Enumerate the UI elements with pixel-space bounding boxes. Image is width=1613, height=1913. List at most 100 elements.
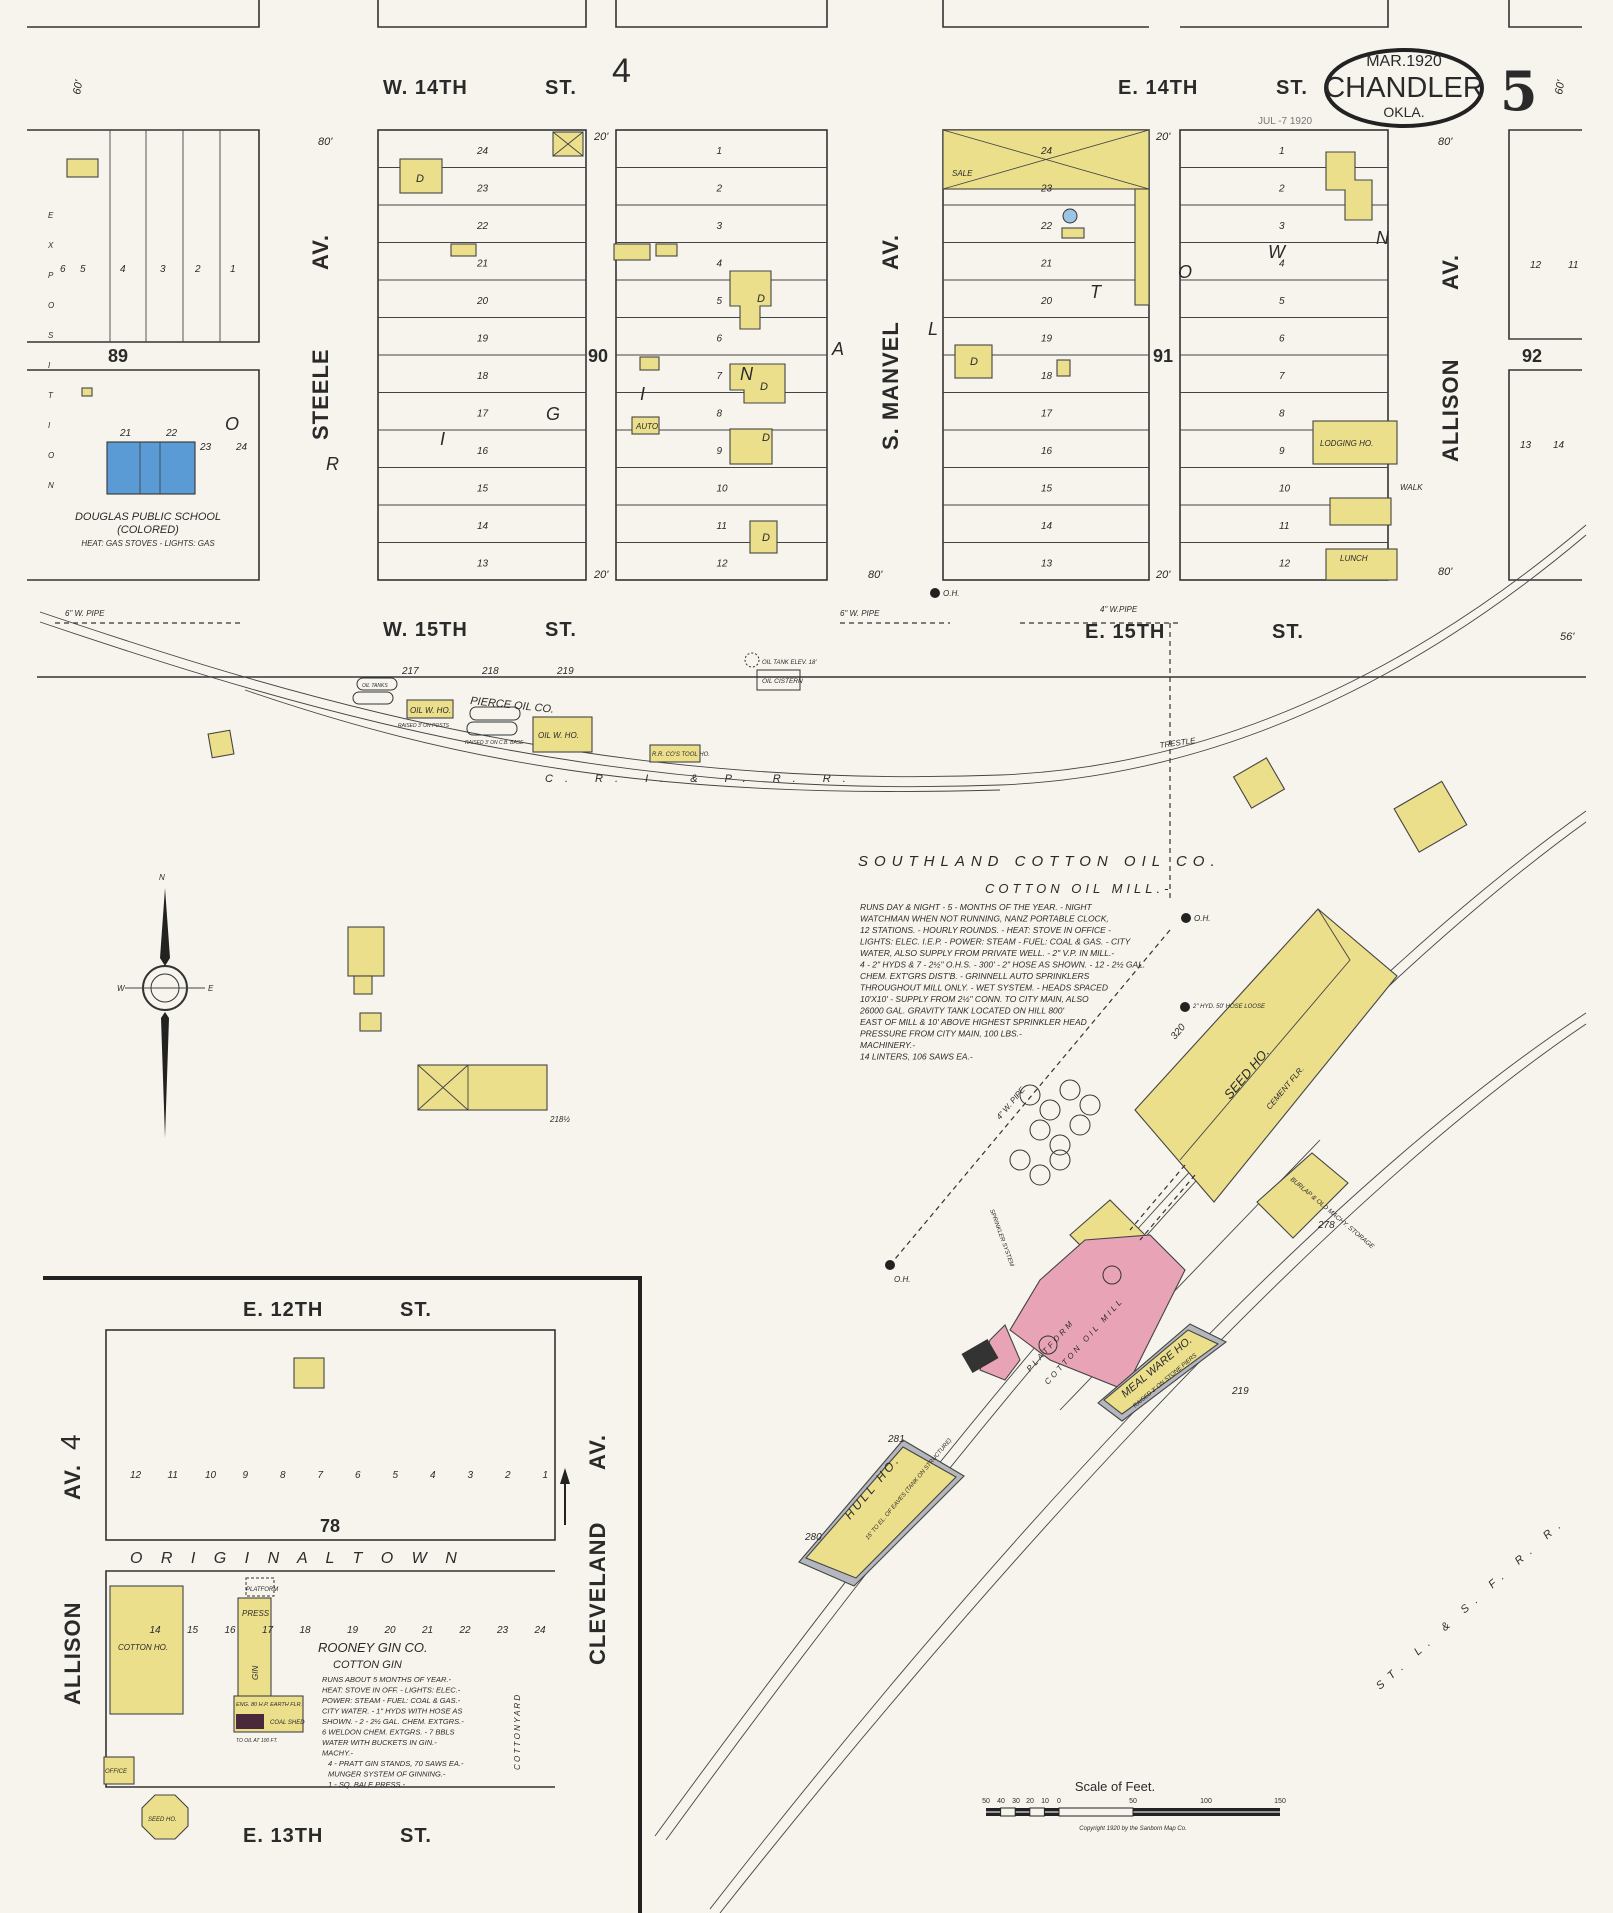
street-suffix: ST. [545, 77, 577, 99]
street-letter: I [48, 361, 51, 370]
pierce-name: PIERCE OIL CO. [470, 695, 555, 716]
addition-letter: O [225, 414, 239, 434]
lot-number: 12 [130, 1470, 142, 1481]
lot-number: 21 [1040, 259, 1052, 270]
lot-number: 24 [476, 146, 489, 157]
street-labels: W. 14TH ST. E. 14TH ST. W. 15TH ST. E. 1… [308, 77, 1463, 643]
lot-number: 3 [160, 264, 166, 275]
lot-number: 7 [318, 1470, 324, 1481]
oil-tank [1049, 1134, 1071, 1156]
scale-tick: 0 [1057, 1798, 1061, 1805]
note: SPRINKLER SYSTEM [988, 1209, 1014, 1268]
street-suffix: AV. [585, 1434, 610, 1470]
oil-tank [1059, 1079, 1081, 1101]
street-manvel: S. MANVEL [878, 321, 903, 450]
dim: 80' [1438, 136, 1453, 148]
lot-number: 21 [119, 428, 131, 439]
slsf-label: ST. L. & S. F. R. R. [1374, 1515, 1569, 1692]
note-line: PRESSURE FROM CITY MAIN, 100 LBS.- [860, 1029, 1022, 1039]
lot-number: 5 [393, 1470, 399, 1481]
addition-letter: A [831, 339, 844, 359]
dwelling-label: D [970, 356, 978, 368]
oil-tank [1009, 1149, 1031, 1171]
lot-number: 22 [165, 428, 178, 439]
street-letter: E [48, 211, 54, 220]
lot-number: 22 [476, 221, 489, 232]
lot-number: 20 [476, 296, 489, 307]
seed-house-label: SEED HO. [148, 1817, 177, 1823]
note: TO OIL AT 100 FT. [236, 1738, 278, 1744]
note-line: POWER: STEAM - FUEL: COAL & GAS.- [322, 1696, 461, 1705]
note-line: 12 STATIONS. - HOURLY ROUNDS. - HEAT: ST… [860, 925, 1111, 935]
scale-tick: 20 [1026, 1798, 1034, 1805]
street-letter: S [48, 331, 54, 340]
addition-letter: I [640, 384, 645, 404]
lot-number: 1 [543, 1470, 549, 1481]
dim: 80' [1438, 566, 1453, 578]
dwelling-label: D [760, 381, 768, 393]
oil-tank [1079, 1094, 1101, 1116]
scale-tick: 30 [1012, 1798, 1020, 1805]
lot-number: 19 [1041, 334, 1053, 345]
lot-number: 15 [477, 484, 489, 495]
scale-segments [1000, 1807, 1134, 1817]
southland-notes: RUNS DAY & NIGHT - 5 - MONTHS OF THE YEA… [859, 902, 1145, 1062]
lot-number: 22 [459, 1625, 472, 1636]
note-line: CITY WATER. - 1" HYDS WITH HOSE AS [322, 1707, 462, 1716]
addition-letter: N [1376, 228, 1390, 248]
town-name: CHANDLER [1324, 72, 1484, 104]
lot-number: 4 [430, 1470, 436, 1481]
lot-number: 21 [421, 1625, 433, 1636]
note-line: 4 - 2" HYDS & 7 - 2½" O.H.S. - 300' - 2"… [860, 960, 1145, 970]
lot-number: 5 [80, 264, 86, 275]
street-e12: E. 12TH [243, 1299, 323, 1321]
dim: 80' [868, 569, 883, 581]
street-w15: W. 15TH [383, 619, 468, 641]
address: 218 [481, 666, 499, 677]
hydrant-label: 2" HYD. 50' HOSE LOOSE [1192, 1004, 1266, 1010]
scale-tick: 50 [1129, 1798, 1137, 1805]
pipe-label: 6" W. PIPE [840, 609, 880, 618]
street-e15: E. 15TH [1085, 621, 1165, 643]
lunch-label: LUNCH [1340, 554, 1368, 563]
address: 219 [556, 666, 574, 677]
street-suffix: ST. [545, 619, 577, 641]
oil-warehouse-label: OIL W. HO. [410, 706, 451, 715]
lot-number: 13 [1520, 440, 1532, 451]
lot-number: 8 [1279, 409, 1285, 420]
note-line: RUNS ABOUT 5 MONTHS OF YEAR.- [322, 1675, 452, 1684]
lot-number: 6 [355, 1470, 361, 1481]
address: 217 [401, 666, 419, 677]
walk-label: WALK [1400, 483, 1423, 492]
southland-subtitle: COTTON OIL MILL.- [985, 881, 1172, 896]
lot-number: 14 [1041, 521, 1053, 532]
lot-number: 3 [717, 221, 723, 232]
compass-e: E [208, 984, 214, 993]
inset-map: E. 12TH ST. E. 13TH ST. CLEVELAND AV. AL… [43, 1276, 642, 1913]
lot-number: 24 [1040, 146, 1053, 157]
addition-letter: W [1268, 242, 1287, 262]
note: RAISED 3' ON POSTS [398, 723, 450, 729]
block-92 [1508, 129, 1582, 581]
block-89 [27, 129, 260, 581]
note-line: CHEM. EXT'GRS DIST'B. - GRINNELL AUTO SP… [860, 971, 1090, 981]
street-steele: STEELE [308, 348, 333, 440]
lot-number: 3 [468, 1470, 474, 1481]
engine-label: ENG. 80 H.P. EARTH FLR. [236, 1702, 302, 1708]
street-letter: T [48, 391, 54, 400]
building-labels: D D D D D D AUTO SALE LODGING HO. LUNCH … [416, 169, 1423, 1124]
note-line: 6 WELDON CHEM. EXTGRS. - 7 BBLS [322, 1728, 455, 1737]
lot-number: 9 [243, 1470, 249, 1481]
oil-tank [1039, 1099, 1061, 1121]
dim: 20' [593, 569, 609, 581]
lot-number: 16 [1041, 446, 1053, 457]
lot-number: 1 [230, 264, 236, 275]
dwelling-label: D [762, 532, 770, 544]
address: 281 [887, 1434, 905, 1445]
coal-shed-label: COAL SHED [270, 1720, 305, 1726]
lot-number: 17 [1041, 409, 1053, 420]
dim: 56' [1560, 631, 1575, 643]
lot-number: 24 [235, 442, 248, 453]
adjacent-sheet-number: 4 [612, 52, 631, 90]
